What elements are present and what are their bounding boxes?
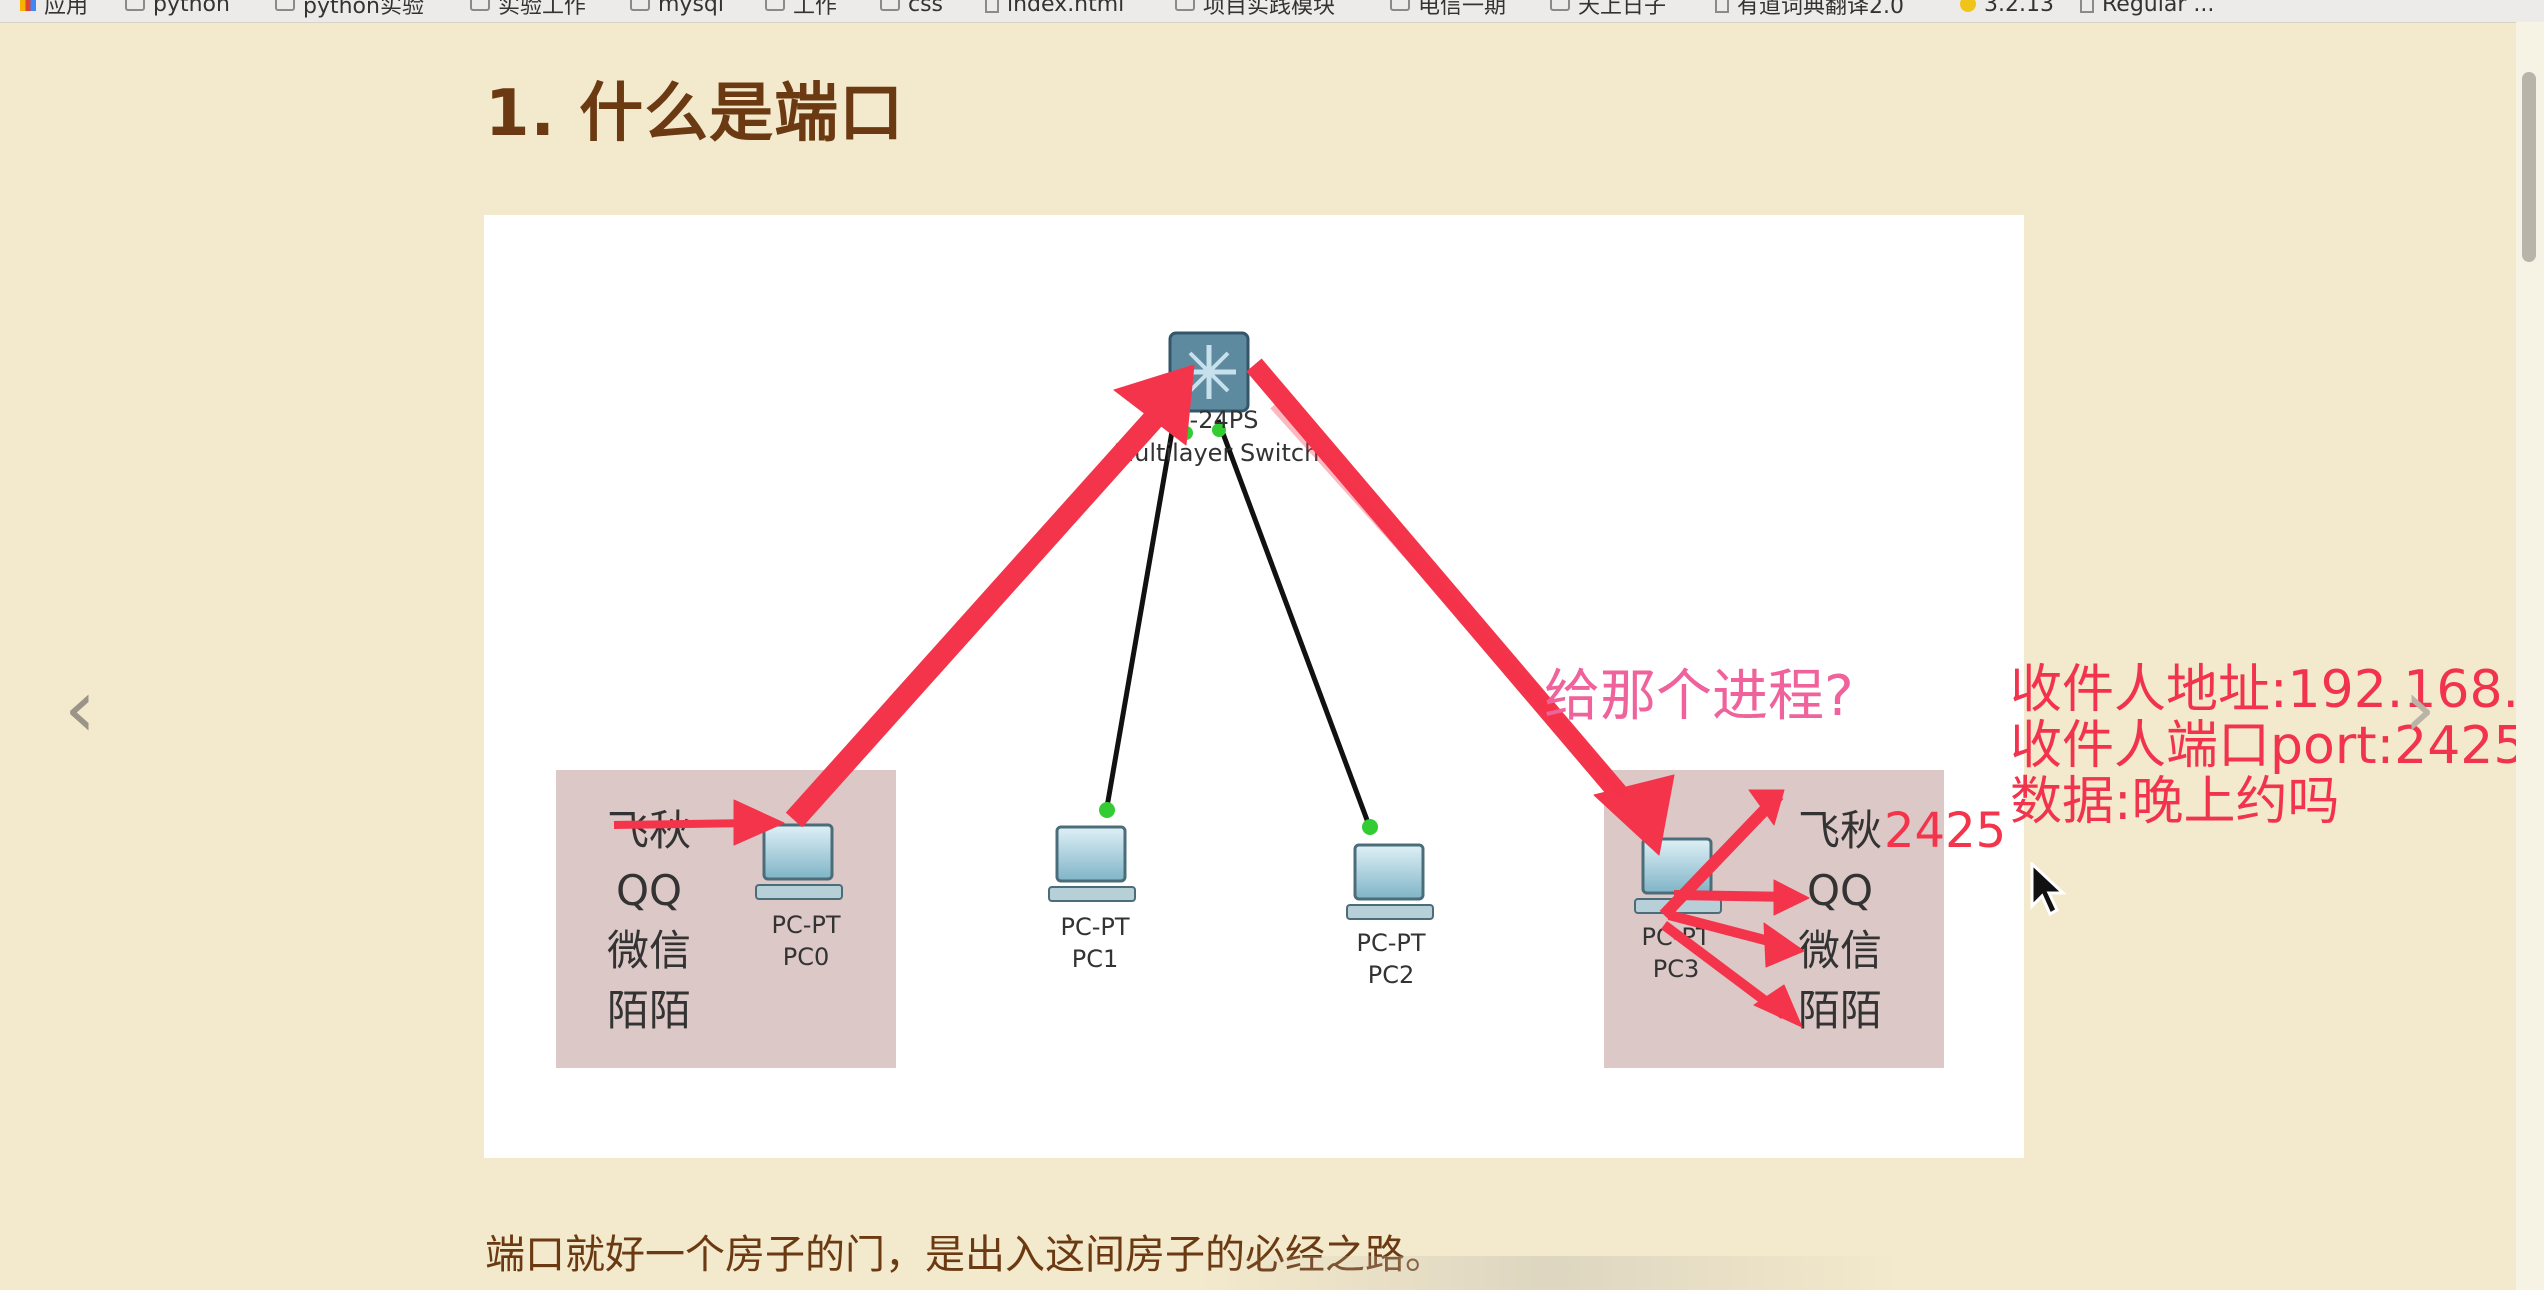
folder-icon xyxy=(1550,0,1570,11)
folder-icon xyxy=(1390,0,1410,11)
switch-label: -24PS xyxy=(1190,406,1259,434)
pc-model-label: PC-PT xyxy=(1356,929,1425,957)
recipient-address: 收件人地址:192.168.22.12 xyxy=(2010,660,2544,720)
folder-icon xyxy=(470,0,490,11)
app-label: 陌陌 xyxy=(1798,986,1882,1035)
page-icon xyxy=(985,0,999,13)
bookmark-days[interactable]: 天上日子 xyxy=(1550,0,1666,19)
mouse-cursor-icon xyxy=(2030,862,2066,917)
folder-icon xyxy=(275,0,295,11)
pc-name-label: PC0 xyxy=(783,943,830,971)
folder-icon xyxy=(765,0,785,11)
bulb-icon xyxy=(1960,0,1976,12)
folder-icon xyxy=(1175,0,1195,11)
cable-pc2 xyxy=(1215,419,1373,829)
network-diagram-image: -24PS Multilayer Switch1 PC-PT PC0 PC-PT… xyxy=(484,215,2024,1158)
pc-model-label: PC-PT xyxy=(1060,913,1129,941)
recipient-port: 收件人端口port:2425 xyxy=(2010,716,2527,776)
chevron-left-icon: ‹ xyxy=(64,661,96,755)
switch-label: Multilayer Switch1 xyxy=(1113,439,1334,467)
folder-icon xyxy=(630,0,650,11)
folder-icon xyxy=(125,0,145,11)
app-label: 微信 xyxy=(607,926,691,975)
annotation-arrows xyxy=(613,358,1810,1028)
page-title: 1. 什么是端口 xyxy=(485,77,905,151)
bookmark-python[interactable]: python xyxy=(125,0,230,17)
link-led xyxy=(1362,819,1378,835)
cable-pc1 xyxy=(1104,419,1177,808)
carousel-prev-button[interactable]: ‹ xyxy=(50,662,110,755)
pc-name-label: PC3 xyxy=(1653,955,1700,983)
bookmark-project[interactable]: 项目实践模块 xyxy=(1175,0,1335,19)
bookmark-telecom[interactable]: 电信一期 xyxy=(1390,0,1506,19)
question-annotation: 给那个进程? xyxy=(1544,664,1854,729)
pc-name-label: PC2 xyxy=(1368,961,1415,989)
app-label: 飞秋 xyxy=(607,806,691,855)
bookmarks-bar: 应用 python python实验 实验工作 mysql 工作 css ind… xyxy=(0,0,2544,23)
app-label: QQ xyxy=(1807,866,1873,915)
app-label: 飞秋 xyxy=(1798,806,1882,855)
bookmark-apps[interactable]: 应用 xyxy=(20,0,88,19)
bookmark-3213[interactable]: 3.2.13 xyxy=(1960,0,2054,17)
bookmark-python-lab[interactable]: python实验 xyxy=(275,0,424,19)
network-diagram: -24PS Multilayer Switch1 PC-PT PC0 PC-PT… xyxy=(556,331,2006,1068)
port-annotation: 2425 xyxy=(1884,803,2006,859)
folder-icon xyxy=(880,0,900,11)
scrollbar[interactable] xyxy=(2516,22,2544,1290)
shadow-overlay xyxy=(1200,1256,1900,1290)
message-data: 数据:晚上约吗 xyxy=(2010,772,2340,832)
app-label: QQ xyxy=(616,866,682,915)
bookmark-youdao[interactable]: 有道词典翻译2.0 xyxy=(1715,0,1904,19)
bookmark-index[interactable]: index.html xyxy=(985,0,1124,17)
bookmark-work[interactable]: 工作 xyxy=(765,0,837,19)
pc-icon xyxy=(1346,843,1434,920)
pc-icon xyxy=(755,823,843,900)
chevron-right-icon: › xyxy=(2404,661,2436,755)
bookmark-css[interactable]: css xyxy=(880,0,943,17)
page-icon xyxy=(1715,0,1729,13)
bookmark-lab-work[interactable]: 实验工作 xyxy=(470,0,586,19)
scroll-thumb[interactable] xyxy=(2522,72,2536,262)
bookmark-regular[interactable]: Regular ... xyxy=(2080,0,2214,17)
carousel-next-button[interactable]: › xyxy=(2390,662,2450,755)
app-label: 陌陌 xyxy=(607,986,691,1035)
link-led xyxy=(1212,423,1226,437)
pc-name-label: PC1 xyxy=(1072,945,1119,973)
annotation-arrows xyxy=(1270,401,1628,799)
apps-grid-icon xyxy=(20,0,36,11)
link-led xyxy=(1099,802,1115,818)
pc-icon xyxy=(1048,825,1136,902)
pc-model-label: PC-PT xyxy=(771,911,840,939)
app-label: 微信 xyxy=(1798,926,1882,975)
page-icon xyxy=(2080,0,2094,13)
bookmark-mysql[interactable]: mysql xyxy=(630,0,724,17)
delivery-annotation: 收件人地址:192.168.22.12 收件人端口port:2425 数据:晚上… xyxy=(2010,662,2544,830)
